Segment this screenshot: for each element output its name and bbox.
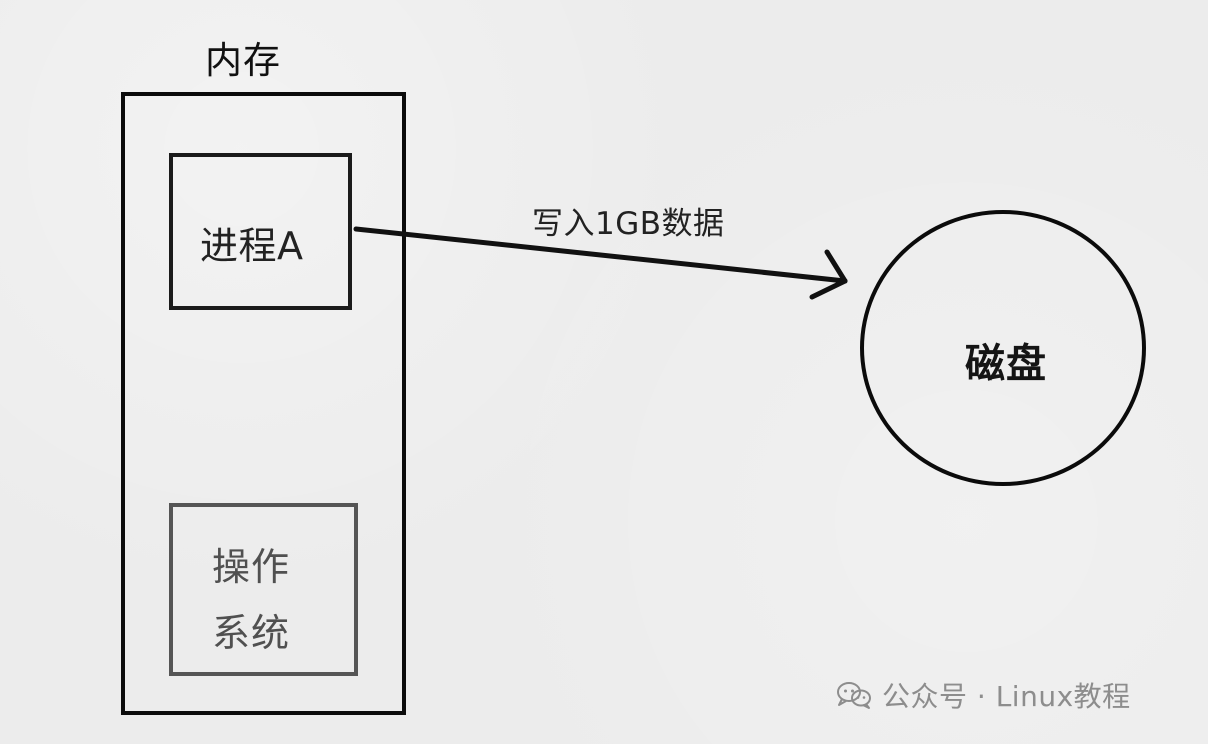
disk-circle [860,210,1146,486]
watermark-text: 公众号 · Linux教程 [882,680,1131,713]
wechat-icon [834,680,874,710]
write-arrow [353,226,848,284]
process-label: 进程A [200,224,304,268]
os-box [169,503,358,676]
disk-label: 磁盘 [965,341,1047,387]
watermark: 公众号 · Linux教程 [834,675,1131,715]
memory-title: 内存 [205,39,281,82]
process-box [169,153,352,310]
write-arrow-head-lower [809,278,848,300]
write-edge-label: 写入1GB数据 [532,206,725,242]
os-label-line2: 系统 [212,611,291,655]
os-label-line1: 操作 [212,545,291,589]
write-arrow-head-upper [824,249,848,284]
memory-container [121,92,406,715]
